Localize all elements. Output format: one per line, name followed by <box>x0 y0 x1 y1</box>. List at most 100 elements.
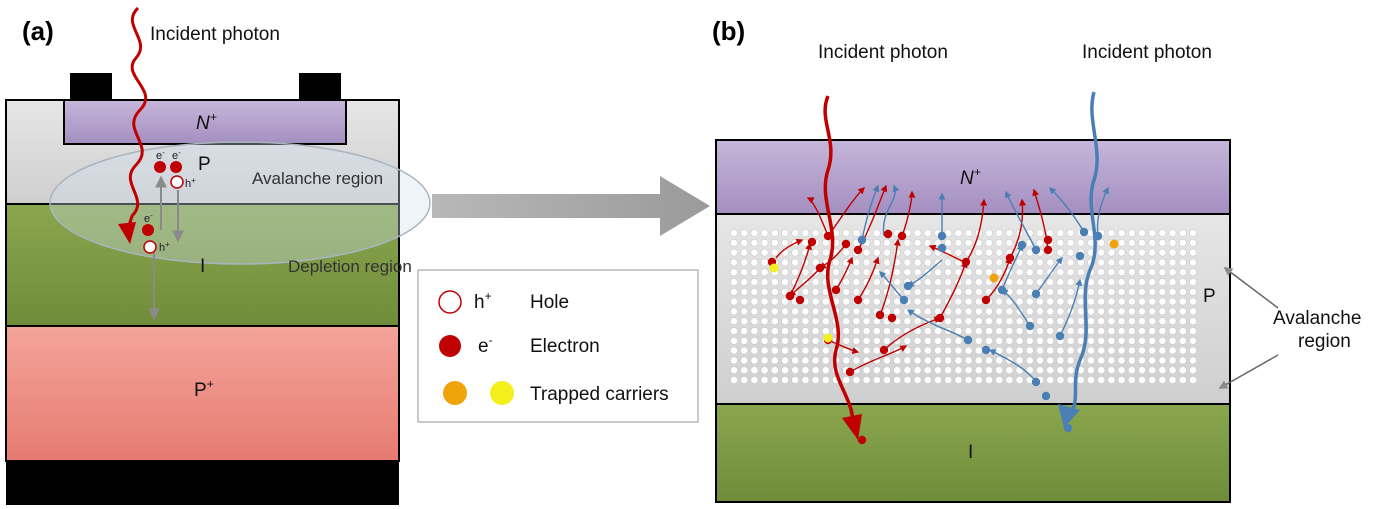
lattice-dot <box>781 268 789 277</box>
lattice-dot <box>1015 356 1024 365</box>
lattice-dot <box>730 366 738 375</box>
lattice-dot <box>1097 258 1106 267</box>
lattice-dot <box>770 327 779 335</box>
lattice-dot <box>1046 297 1055 306</box>
electron-dot <box>935 313 945 323</box>
lattice-dot <box>1036 317 1044 326</box>
lattice-dot <box>974 307 983 316</box>
lattice-dot <box>893 356 902 365</box>
lattice-dot <box>801 268 810 277</box>
panel-b-avalanche-label-1: Avalanche <box>1273 308 1361 329</box>
lattice-dot <box>1107 356 1116 365</box>
lattice-dot <box>1148 238 1157 247</box>
lattice-dot <box>811 327 820 335</box>
lattice-dot <box>750 356 759 365</box>
lattice-dot <box>1087 356 1095 365</box>
lattice-dot <box>995 327 1004 335</box>
lattice-dot <box>1158 366 1167 375</box>
lattice-dot <box>1148 297 1157 306</box>
panel-a-p-label: P <box>198 154 211 175</box>
lattice-dot <box>740 258 749 267</box>
lattice-dot <box>1178 356 1187 365</box>
lattice-dot <box>913 248 922 257</box>
electron-track <box>775 238 804 259</box>
lattice-dot <box>791 229 800 237</box>
lattice-dot <box>1189 248 1197 257</box>
lattice-dot <box>801 356 810 365</box>
electron-dot <box>807 237 817 247</box>
lattice-dot <box>1117 307 1126 316</box>
lattice-dot <box>791 327 800 335</box>
lattice-dot <box>852 287 861 296</box>
lattice-dot <box>862 376 871 384</box>
lattice-dot <box>1097 268 1106 277</box>
lattice-dot <box>872 287 881 296</box>
trapped-orange-dot <box>989 273 999 283</box>
lattice-dot <box>964 346 973 355</box>
lattice-dot <box>781 238 789 247</box>
lattice-dot <box>801 229 810 237</box>
lattice-dot <box>852 336 861 345</box>
lattice-dot <box>974 278 983 286</box>
lattice-dot <box>1148 356 1157 365</box>
lattice-dot <box>1087 376 1095 384</box>
lattice-dot <box>1076 376 1085 384</box>
lattice-dot <box>934 327 942 335</box>
panel-a-hole-2 <box>143 240 157 254</box>
lattice-dot <box>1117 336 1126 345</box>
lattice-dot <box>1178 307 1187 316</box>
lattice-dot <box>801 366 810 375</box>
lattice-dot <box>862 317 871 326</box>
lattice-dot <box>1097 336 1106 345</box>
lattice-dot <box>893 366 902 375</box>
lattice-dot <box>1158 307 1167 316</box>
lattice-dot <box>1138 307 1146 316</box>
lattice-dot <box>770 229 779 237</box>
lattice-dot <box>842 278 851 286</box>
panel-b-red-photon-path <box>823 95 855 431</box>
lattice-dot <box>740 336 749 345</box>
panel-a-electron-1 <box>154 161 166 173</box>
lattice-dot <box>934 366 942 375</box>
blue-carrier-dot <box>981 345 991 355</box>
lattice-dot <box>1178 258 1187 267</box>
lattice-dot <box>1107 248 1116 257</box>
lattice-dot <box>862 248 871 257</box>
lattice-dot <box>1117 317 1126 326</box>
electron-dot <box>897 231 907 241</box>
lattice-dot <box>883 376 891 384</box>
legend-electron-label: Electron <box>530 336 600 357</box>
lattice-dot <box>913 366 922 375</box>
lattice-dot <box>852 307 861 316</box>
electron-dot <box>883 229 893 239</box>
lattice-dot <box>781 356 789 365</box>
lattice-dot <box>1056 376 1065 384</box>
trapped-orange-dot <box>1109 239 1119 249</box>
panel-a-electron-3 <box>142 224 154 236</box>
lattice-dot <box>821 376 830 384</box>
lattice-dot <box>1005 376 1014 384</box>
lattice-dot <box>1066 376 1075 384</box>
lattice-dot <box>811 376 820 384</box>
panel-a-p-plus-label: P+ <box>194 377 214 401</box>
lattice-dot <box>821 238 830 247</box>
lattice-dot <box>1107 268 1116 277</box>
lattice-dot <box>1138 297 1146 306</box>
lattice-dot <box>1025 258 1034 267</box>
lattice-dot <box>1046 258 1055 267</box>
lattice-dot <box>811 317 820 326</box>
lattice-dot <box>893 336 902 345</box>
lattice-dot <box>1107 336 1116 345</box>
lattice-dot <box>1117 346 1126 355</box>
lattice-dot <box>1005 317 1014 326</box>
lattice-dot <box>1025 366 1034 375</box>
lattice-dot <box>913 336 922 345</box>
lattice-dot <box>1138 346 1146 355</box>
lattice-dot <box>954 307 963 316</box>
panel-b-avalanche-pointer-up <box>1223 266 1279 309</box>
lattice-dot <box>974 317 983 326</box>
lattice-dot <box>934 356 942 365</box>
lattice-dot <box>1066 238 1075 247</box>
lattice-dot <box>903 268 912 277</box>
lattice-dot <box>821 346 830 355</box>
